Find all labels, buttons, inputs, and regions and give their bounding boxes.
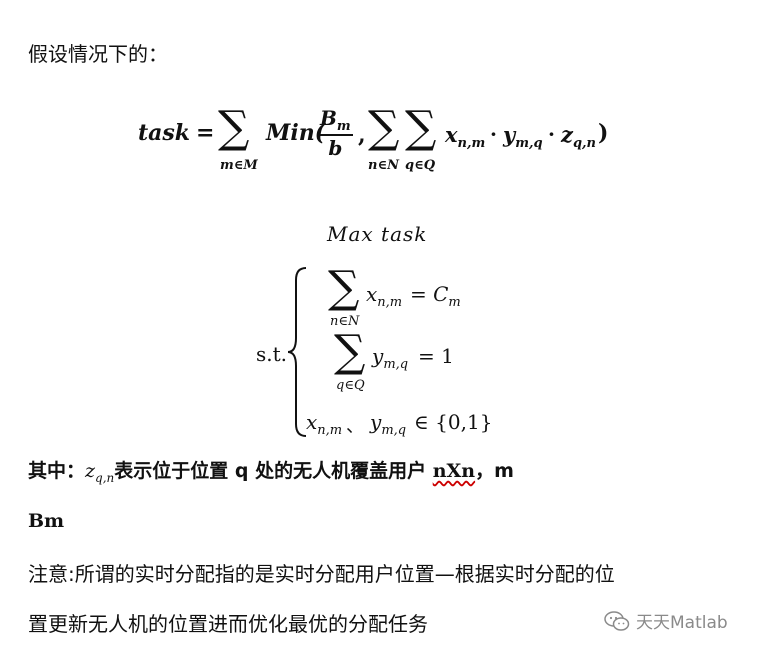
st-label: s.t.: [256, 342, 288, 366]
task-equals: =: [196, 120, 215, 146]
c3-rhs: ∈ {0,1}: [414, 410, 493, 434]
bm-text: Bm: [28, 510, 65, 532]
where-prefix: 其中：: [28, 460, 86, 482]
frac-denominator: b: [328, 136, 343, 160]
close-paren: ): [598, 120, 609, 146]
c2-rhs: = 1: [418, 344, 454, 368]
watermark: 天天Matlab: [604, 608, 728, 633]
frac-numerator: B: [320, 106, 337, 130]
objective: Max task: [327, 222, 428, 246]
term-y: ym,q: [503, 122, 543, 152]
left-brace: [287, 267, 307, 437]
note-line-1: 注意:所谓的实时分配指的是实时分配用户位置—根据实时分配的位: [28, 562, 615, 586]
note-line-2: 置更新无人机的位置进而优化最优的分配任务: [28, 612, 428, 636]
sum1-subscript: m∈M: [220, 158, 258, 173]
c3-separator: 、: [346, 416, 364, 437]
where-text: 表示位于位置 q 处的无人机覆盖用户: [114, 460, 433, 482]
c1-sum-subscript: n∈N: [330, 314, 360, 329]
sum2-subscript: n∈N: [368, 158, 399, 173]
where-rest: ，m: [475, 460, 514, 482]
dot-1: ·: [490, 122, 497, 146]
sum-symbol-1: ∑: [218, 102, 250, 153]
task-lhs: task: [138, 120, 191, 146]
where-nxn: nXn: [432, 460, 476, 482]
term-x: xn,m: [445, 122, 486, 152]
c1-x: xn,m: [366, 282, 403, 310]
frac-numerator-sub: m: [336, 119, 351, 134]
fraction-bm-b: Bm b: [318, 106, 353, 160]
comma: ,: [358, 122, 366, 148]
sum-symbol-3: ∑: [405, 102, 437, 153]
c2-y: ym,q: [372, 344, 409, 372]
watermark-text: 天天Matlab: [636, 613, 728, 633]
term-z: zq,n: [561, 122, 597, 152]
dot-2: ·: [548, 122, 555, 146]
c2-sum-symbol: ∑: [334, 326, 366, 377]
c2-sum-subscript: q∈Q: [336, 378, 365, 393]
min-func: Min(: [266, 120, 326, 146]
c3-y: ym,q: [370, 410, 407, 438]
wechat-icon: [604, 610, 630, 631]
where-line: 其中：zq,n表示位于位置 q 处的无人机覆盖用户 nXn，m: [28, 456, 514, 485]
c1-rhs: = Cm: [410, 282, 461, 310]
sum-symbol-2: ∑: [368, 102, 400, 153]
sum3-subscript: q∈Q: [405, 158, 436, 173]
where-z: zq,n: [85, 460, 115, 485]
intro-text: 假设情况下的：: [28, 42, 168, 66]
c1-sum-symbol: ∑: [328, 262, 360, 313]
c3-x: xn,m: [306, 410, 343, 438]
